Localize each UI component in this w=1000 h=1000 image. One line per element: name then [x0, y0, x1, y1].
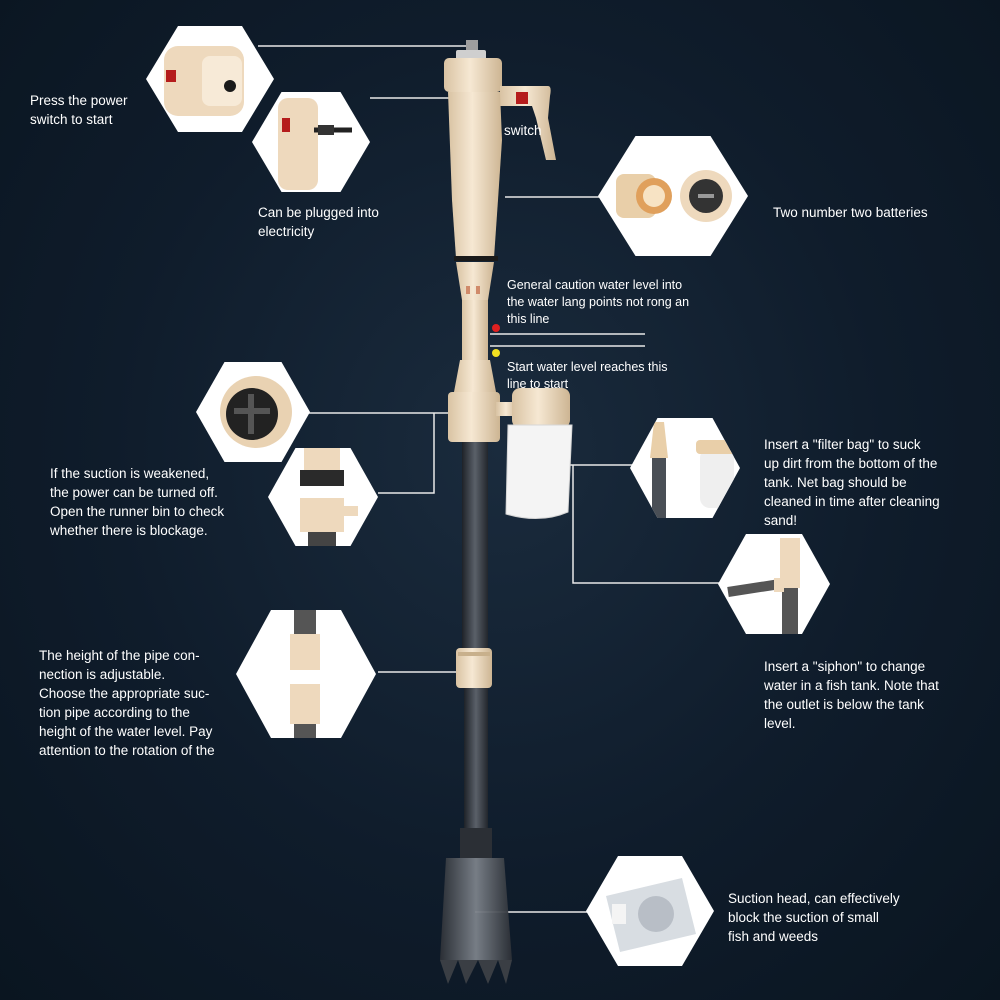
- siphon-thumbnail: [718, 534, 830, 634]
- label-batteries: Two number two batteries: [773, 205, 928, 220]
- label-power-switch: Press the power switch to start: [30, 93, 128, 127]
- battery-thumbnail: [598, 136, 748, 256]
- runner-bin-closed-thumbnail: [268, 448, 378, 546]
- label-siphon: Insert a "siphon" to change water in a f…: [764, 659, 939, 731]
- label-suction-head: Suction head, can effectively block the …: [728, 891, 900, 944]
- label-pipe-height: The height of the pipe con- nection is a…: [39, 648, 215, 758]
- label-start-level: Start water level reaches this line to s…: [507, 360, 668, 391]
- label-plug: Can be plugged into electricity: [258, 205, 379, 239]
- label-caution-level: General caution water level into the wat…: [507, 278, 690, 326]
- label-filter-bag: Insert a "filter bag" to suck up dirt fr…: [764, 437, 940, 528]
- label-suction-weakened: If the suction is weakened, the power ca…: [50, 466, 225, 538]
- label-switch: switch: [504, 123, 542, 138]
